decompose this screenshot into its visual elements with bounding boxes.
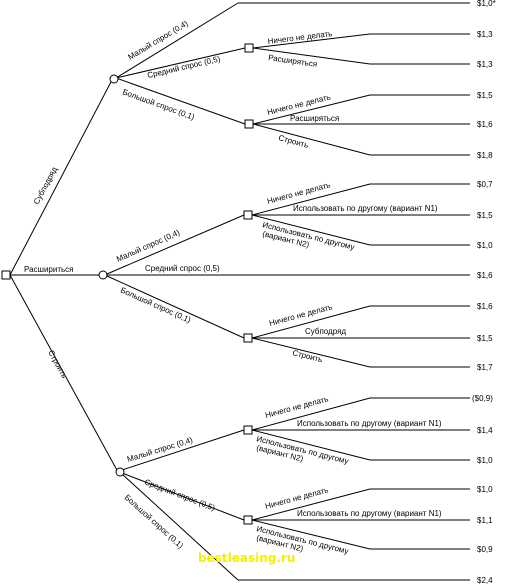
bldl-nothing-label: Ничего не делать — [264, 394, 329, 420]
edge-expl-use2 — [251, 214, 371, 246]
decision-node-exp-high — [243, 333, 253, 343]
payoff-value: $1,8 — [477, 151, 493, 160]
edge-sub-low — [115, 2, 239, 79]
edge-bldm-nothing — [251, 488, 371, 521]
bldm-nothing-label: Ничего не делать — [264, 485, 329, 511]
expl-nothing-label: Ничего не делать — [266, 180, 331, 206]
edge-exp-low — [106, 214, 245, 275]
edge-bld-medium — [121, 472, 245, 521]
decision-node-sub-medium — [244, 43, 254, 53]
edge-expl-nothing — [251, 183, 371, 216]
payoff-value: $1,6 — [477, 271, 493, 280]
tree-edges — [9, 2, 470, 581]
chance-node-build — [115, 467, 125, 477]
edge-bldl-use2 — [251, 429, 371, 461]
subh-build-label: Строить — [277, 133, 309, 150]
bldl-use1-label: Использовать по другому (вариант N1) — [297, 419, 442, 428]
watermark-text: bestleasing.ru — [198, 551, 295, 565]
payoff-value: $1,3 — [477, 30, 493, 39]
subh-expand-label: Расширяться — [290, 114, 339, 123]
chance-node-subcontract — [109, 74, 119, 84]
payoff-value: $1,0 — [477, 456, 493, 465]
payoff-value: $1,7 — [477, 363, 493, 372]
decision-node-sub-high — [244, 119, 254, 129]
exp-medium-label: Средний спрос (0,5) — [145, 264, 220, 273]
payoff-values: $1,0* $1,3 $1,3 $1,5 $1,6 $1,8 $0,7 $1,5… — [472, 0, 496, 585]
edge-subh-build — [252, 123, 371, 156]
expl-use1-label: Использовать по другому (вариант N1) — [293, 204, 438, 213]
payoff-value: $1,4 — [477, 426, 493, 435]
decision-node-root — [1, 270, 11, 280]
bldm-use1-label: Использовать по другому (вариант N1) — [297, 509, 442, 518]
payoff-value: $2,4 — [477, 576, 493, 585]
sub-medium-label: Средний спрос (0,5) — [146, 54, 221, 80]
payoff-value: $1,0* — [477, 0, 496, 8]
root-label: Расшириться — [24, 265, 74, 274]
bld-medium-label: Средний спрос (0,5) — [143, 477, 216, 512]
payoff-value: $1,0 — [477, 485, 493, 494]
decision-node-exp-low — [243, 210, 253, 220]
payoff-value: ($0,9) — [472, 394, 493, 403]
payoff-value: $1,5 — [477, 211, 493, 220]
exph-build-label: Строить — [292, 348, 324, 364]
tree-labels: Расшириться Субподряд Строить Малый спро… — [24, 19, 442, 556]
payoff-value: $0,7 — [477, 180, 493, 189]
payoff-value: $1,0 — [477, 241, 493, 250]
edge-subm-nothing — [252, 33, 371, 49]
branch-build-label: Строить — [46, 349, 69, 380]
edge-bldm-use2 — [251, 519, 371, 550]
decision-node-bld-low — [243, 425, 253, 435]
edge-bldl-nothing — [251, 397, 371, 431]
payoff-value: $1,5 — [477, 334, 493, 343]
edge-exph-nothing — [251, 305, 371, 339]
payoff-value: $1,6 — [477, 302, 493, 311]
payoff-value: $1,5 — [477, 91, 493, 100]
edge-sub-medium — [115, 47, 246, 79]
edge-root-subcontract — [9, 79, 113, 276]
subm-nothing-label: Ничего не делать — [267, 29, 333, 46]
edge-subm-expand — [252, 47, 371, 65]
payoff-value: $0,9 — [477, 545, 493, 554]
edge-sub-high — [115, 77, 246, 125]
branch-subcontract-label: Субподряд — [32, 165, 59, 206]
decision-node-bld-medium — [243, 515, 253, 525]
edge-subh-nothing — [252, 94, 371, 125]
edge-root-build — [9, 274, 119, 473]
bld-high-label: Большой спрос (0,1) — [123, 493, 186, 551]
exph-subcontract-label: Субподряд — [305, 327, 346, 336]
chance-node-expand — [98, 270, 108, 280]
sub-low-label: Малый спрос (0,4) — [126, 19, 189, 62]
exph-nothing-label: Ничего не делать — [268, 302, 333, 328]
payoff-value: $1,1 — [477, 516, 493, 525]
edge-bld-high — [121, 473, 239, 581]
tree-nodes — [1, 43, 254, 525]
edge-bld-low — [121, 429, 245, 471]
sub-high-label: Большой спрос (0,1) — [121, 87, 196, 122]
edge-exp-high — [106, 275, 245, 339]
exp-high-label: Большой спрос (0,1) — [119, 286, 192, 325]
payoff-value: $1,3 — [477, 60, 493, 69]
edge-exph-build — [251, 337, 371, 368]
payoff-value: $1,6 — [477, 120, 493, 129]
